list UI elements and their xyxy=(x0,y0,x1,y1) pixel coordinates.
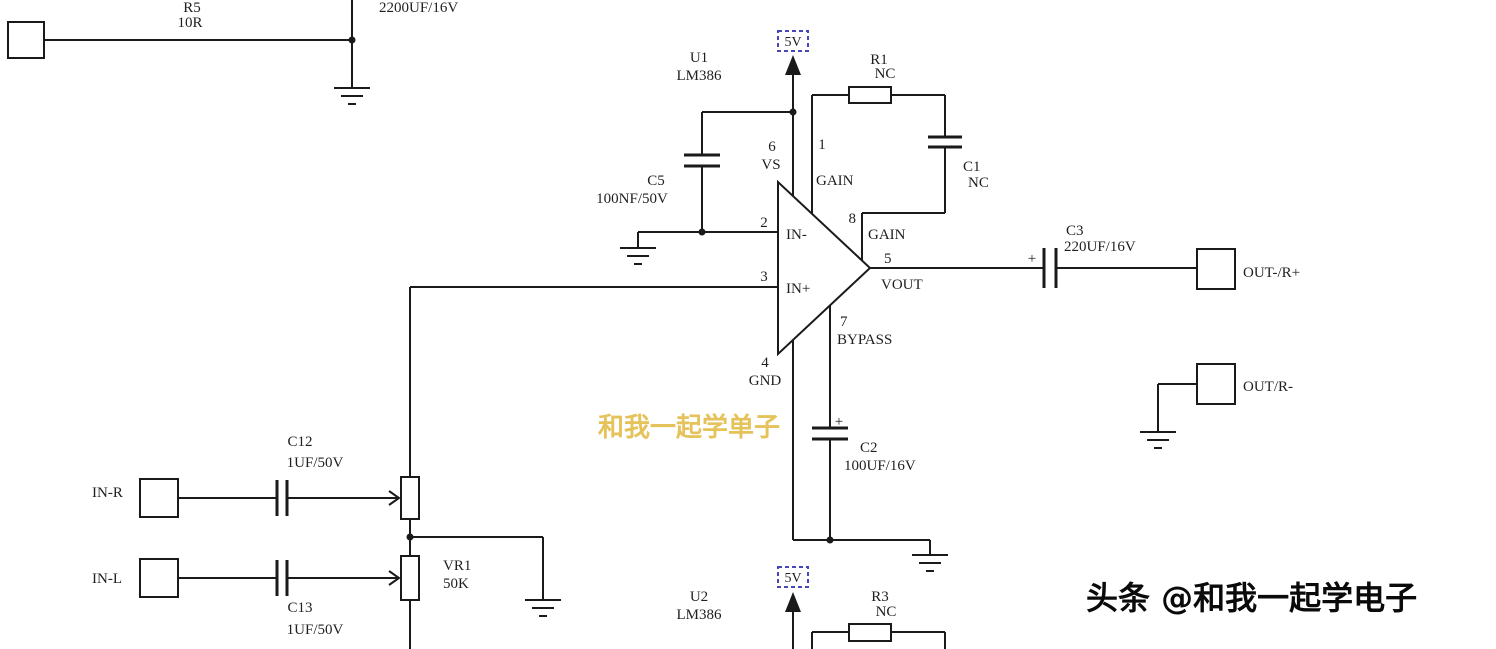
u1-pin3-name: IN+ xyxy=(786,281,810,297)
u1-pin6-name: VS xyxy=(761,157,780,173)
power-5v-box-u1 xyxy=(777,30,809,52)
u1-pin5-number: 5 xyxy=(884,251,892,267)
connector-out-l xyxy=(1196,248,1236,290)
ground-icon xyxy=(620,247,656,265)
vr1-pot-section-b xyxy=(400,555,420,601)
r3-value-label: NC xyxy=(876,604,897,620)
connector-out-r xyxy=(1196,363,1236,405)
wires xyxy=(44,0,1197,649)
vr1-ref-label: VR1 xyxy=(443,558,471,574)
u1-pin7-number: 7 xyxy=(840,314,848,330)
u1-pin5-name: VOUT xyxy=(881,277,923,293)
u1-pin1-name: GAIN xyxy=(816,173,854,189)
wire-u2-net xyxy=(792,612,946,649)
c3-ref-label: C3 xyxy=(1066,223,1084,239)
u1-pin8-number: 8 xyxy=(849,211,857,227)
port-out-l-label: OUT-/R+ xyxy=(1243,265,1300,281)
u1-opamp-triangle xyxy=(777,179,872,357)
ground-icon xyxy=(334,87,370,105)
power-arrow-icon xyxy=(785,592,801,612)
port-out-r-label: OUT/R- xyxy=(1243,379,1293,395)
junction-dot xyxy=(789,108,797,116)
u1-pin4-name: GND xyxy=(749,373,782,389)
component-bodies xyxy=(7,21,1236,642)
wire-top-left-net xyxy=(44,0,353,88)
connector-top-left xyxy=(7,21,45,59)
connector-in-l xyxy=(139,558,179,598)
power-5v-label-u2: 5V xyxy=(784,571,801,586)
port-in-l-label: IN-L xyxy=(92,571,122,587)
ground-icon xyxy=(912,554,948,572)
u1-pin2-number: 2 xyxy=(760,215,768,231)
u1-pin6-number: 6 xyxy=(768,139,776,155)
junction-dot xyxy=(348,36,356,44)
c3-capacitor-plates xyxy=(1042,248,1058,288)
c1-value-label: NC xyxy=(968,175,989,191)
watermark-text: 和我一起学单子 xyxy=(598,412,780,443)
c13-value-label: 1UF/50V xyxy=(287,622,344,638)
c12-value-label: 1UF/50V xyxy=(287,455,344,471)
wire-5v-vs-c5-net xyxy=(701,75,794,232)
wire-out-r-gnd-net xyxy=(1157,383,1197,432)
c12-ref-label: C12 xyxy=(287,434,312,450)
c2-capacitor-plates xyxy=(812,426,848,441)
c13-capacitor-plates xyxy=(275,560,289,596)
wire-vr1-net xyxy=(409,519,544,649)
connector-in-r xyxy=(139,478,179,518)
c2-value-label: 100UF/16V xyxy=(844,458,916,474)
ground-icon xyxy=(1140,431,1176,449)
junction-dot xyxy=(698,228,706,236)
power-5v-label-u1: 5V xyxy=(784,35,801,50)
r1-resistor-body xyxy=(848,86,892,104)
u1-pin2-name: IN- xyxy=(786,227,807,243)
ground-icon xyxy=(525,599,561,617)
bulk-cap-value-label: 2200UF/16V xyxy=(379,0,458,16)
r1-value-label: NC xyxy=(875,66,896,82)
c5-value-label: 100NF/50V xyxy=(596,191,668,207)
junction-dot xyxy=(406,533,414,541)
c5-ref-label: C5 xyxy=(647,173,665,189)
u1-pin8-name: GAIN xyxy=(868,227,906,243)
vr1-wiper-arrow-icon xyxy=(388,490,401,506)
power-arrow-icon xyxy=(785,55,801,75)
vr1-value-label: 50K xyxy=(443,576,469,592)
vr1-pot-section-a xyxy=(400,476,420,520)
c3-value-label: 220UF/16V xyxy=(1064,239,1136,255)
u1-part-label: LM386 xyxy=(677,68,723,84)
c1-ref-label: C1 xyxy=(963,159,981,175)
c2-plus-sign: + xyxy=(835,414,843,430)
u1-ref-label: U1 xyxy=(690,50,708,66)
u1-pin1-number: 1 xyxy=(818,137,826,153)
wire-in-minus-net xyxy=(637,231,782,248)
r5-ref-label: R5 xyxy=(183,0,201,16)
wire-gain-r1-c1-net xyxy=(811,94,946,265)
wire-bypass-gnd-net xyxy=(792,300,931,555)
wire-in-plus-net xyxy=(409,286,782,477)
r3-ref-label: R3 xyxy=(871,589,889,605)
port-in-r-label: IN-R xyxy=(92,485,123,501)
r5-value-label: 10R xyxy=(177,15,202,31)
u1-pin7-name: BYPASS xyxy=(837,332,892,348)
c3-plus-sign: + xyxy=(1028,251,1036,267)
u1-pin3-number: 3 xyxy=(760,269,768,285)
junction-dot xyxy=(826,536,834,544)
ground-symbols xyxy=(334,87,1176,617)
c12-capacitor-plates xyxy=(275,480,289,516)
c2-ref-label: C2 xyxy=(860,440,878,456)
c13-ref-label: C13 xyxy=(287,600,312,616)
r1-ref-label: R1 xyxy=(870,52,888,68)
r3-resistor-body xyxy=(848,623,892,642)
vr1-wiper-arrow-icon xyxy=(388,570,401,586)
c1-capacitor-plates xyxy=(928,135,962,149)
byline-text: 头条 @和我一起学电子 xyxy=(1086,579,1417,617)
power-5v-box-u2 xyxy=(777,566,809,588)
u2-part-label: LM386 xyxy=(677,607,723,623)
u2-ref-label: U2 xyxy=(690,589,708,605)
c5-capacitor-plates xyxy=(684,153,720,168)
labels: R5 10R 2200UF/16V U1 LM386 5V R1 NC C1 N… xyxy=(92,0,1417,638)
u1-pin4-number: 4 xyxy=(761,355,769,371)
